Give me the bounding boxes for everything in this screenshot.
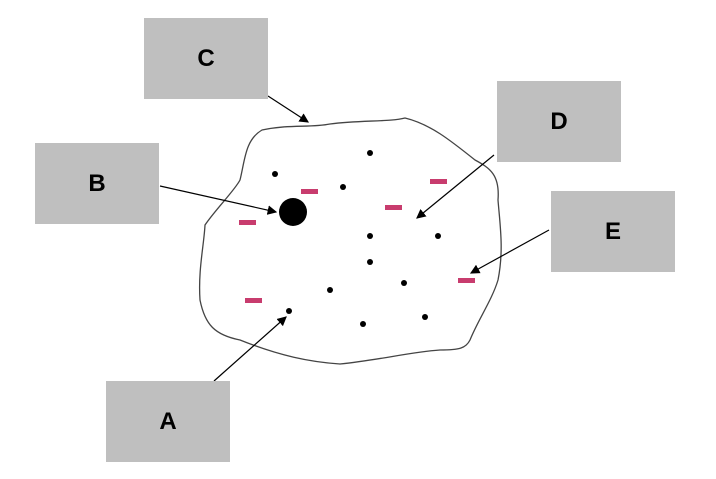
label-b: B <box>35 143 159 224</box>
dot <box>327 287 333 293</box>
dash <box>239 220 256 225</box>
dot <box>422 314 428 320</box>
pink-dashes <box>239 179 475 303</box>
dot <box>360 321 366 327</box>
pointer-arrows <box>159 95 550 382</box>
label-c: C <box>144 18 268 99</box>
dash <box>301 189 318 194</box>
label-d: D <box>497 81 621 162</box>
small-dots <box>272 150 441 327</box>
dot <box>367 259 373 265</box>
dash <box>385 205 402 210</box>
dot <box>367 150 373 156</box>
cell-outline <box>198 117 502 365</box>
large-dot <box>279 198 307 226</box>
label-e: E <box>551 191 675 272</box>
dash <box>245 298 262 303</box>
dot <box>435 233 441 239</box>
arrow-a <box>213 316 287 382</box>
dot <box>340 184 346 190</box>
arrow-c <box>267 95 310 123</box>
arrow-d <box>416 154 495 219</box>
arrow-e <box>469 229 550 274</box>
dash <box>430 179 447 184</box>
dot <box>401 280 407 286</box>
label-a: A <box>106 381 230 462</box>
arrow-b <box>159 185 278 215</box>
dot <box>272 171 278 177</box>
dash <box>458 278 475 283</box>
dot <box>286 308 292 314</box>
dot <box>367 233 373 239</box>
